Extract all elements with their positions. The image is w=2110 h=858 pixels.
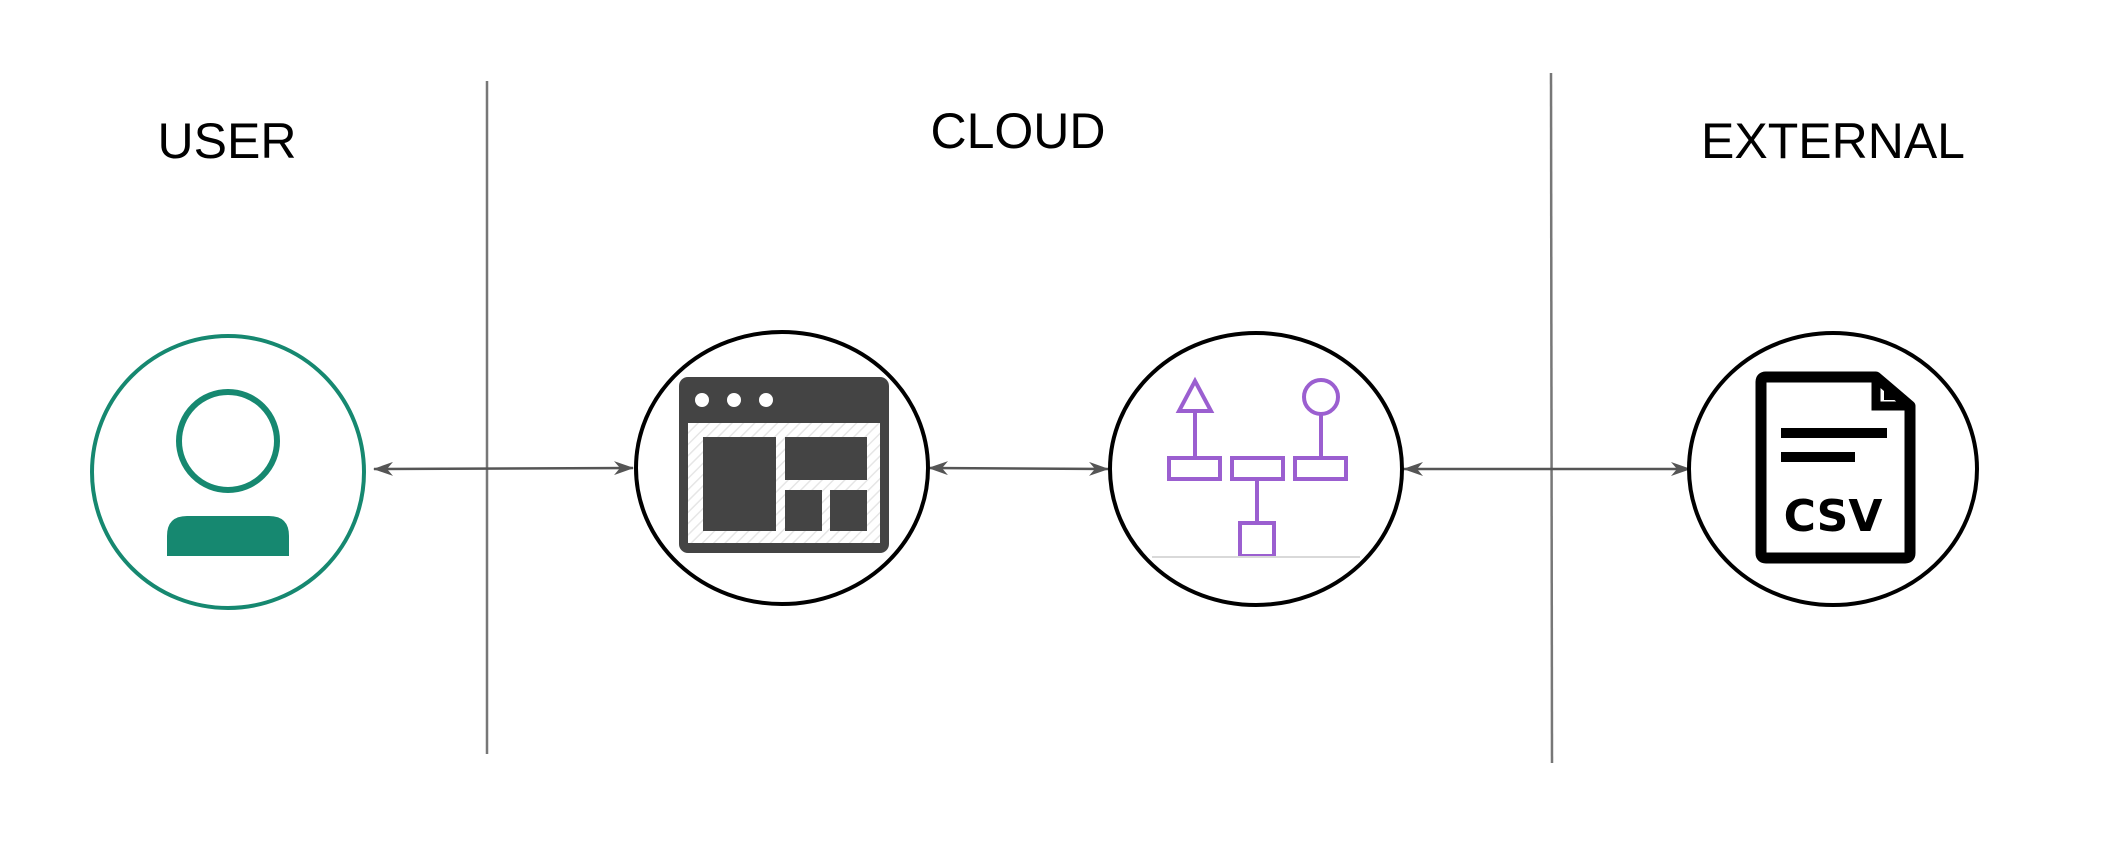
zone-divider-right — [1549, 72, 1554, 764]
csv-label: CSV — [1784, 491, 1883, 542]
user-icon — [167, 389, 289, 556]
zone-label-external: EXTERNAL — [1701, 113, 1965, 169]
connector-webapp-workflow — [928, 461, 1109, 476]
browser-window-icon — [679, 377, 889, 553]
csv-node[interactable]: CSV — [1687, 331, 1979, 607]
connector-user-webapp — [373, 461, 634, 476]
workflow-icon — [1167, 376, 1348, 558]
zone-label-user: USER — [158, 113, 297, 169]
web-app-node[interactable] — [634, 330, 930, 606]
user-node[interactable] — [90, 334, 366, 610]
workflow-node[interactable] — [1108, 331, 1404, 607]
csv-file-icon: CSV — [1755, 371, 1916, 564]
zone-label-cloud: CLOUD — [930, 103, 1105, 159]
